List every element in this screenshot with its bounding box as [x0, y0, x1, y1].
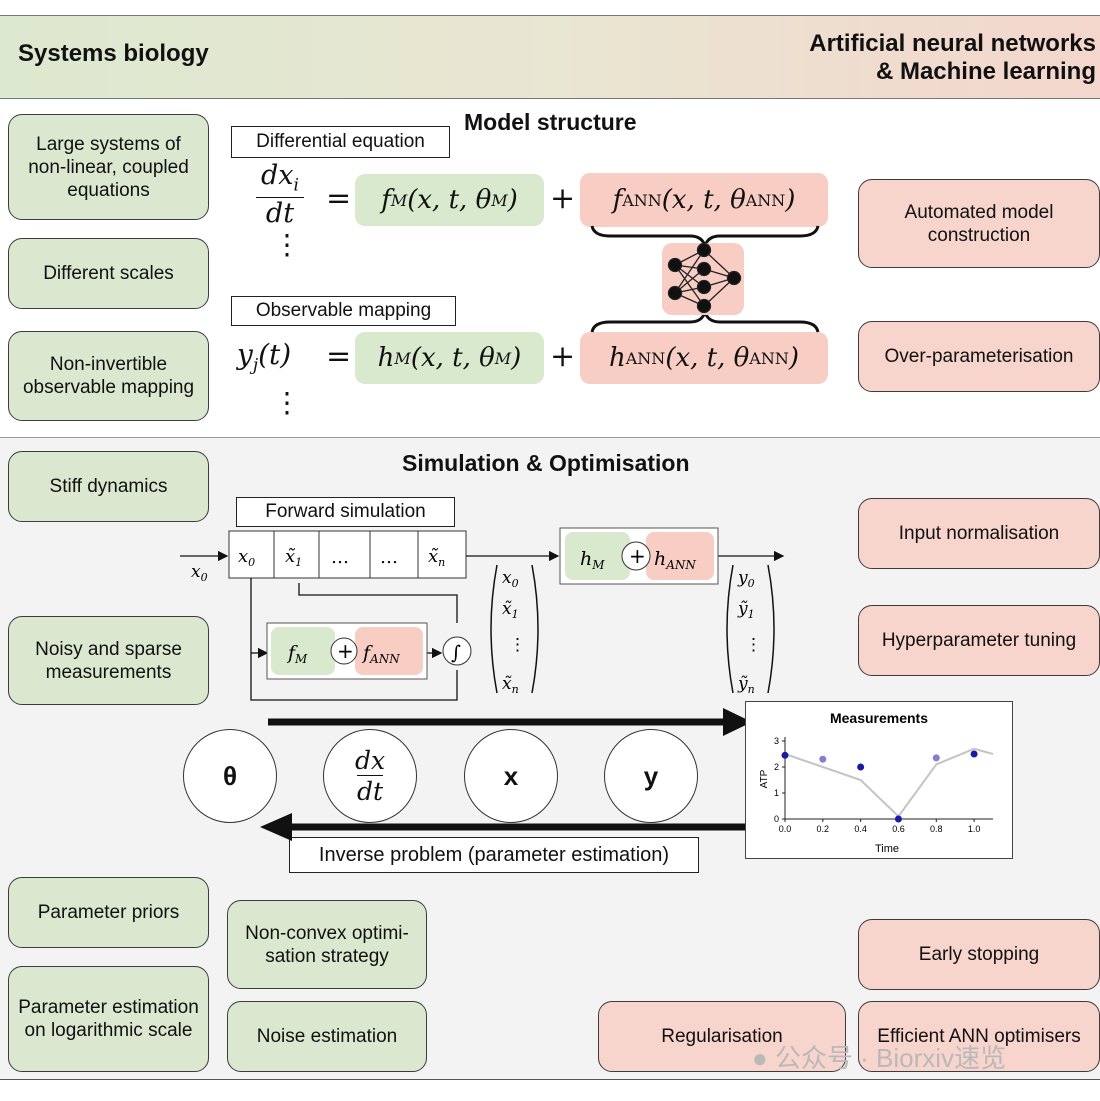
- y-tick-label: 0: [774, 814, 779, 824]
- parameter-priors-box: Parameter priors: [8, 877, 209, 948]
- non-invertible-box: Non-invertible observable mapping: [8, 331, 209, 421]
- noise-estimation-box: Noise estimation: [227, 1001, 427, 1072]
- plus-sign-2: +: [550, 339, 576, 374]
- svg-text:∫: ∫: [451, 642, 461, 664]
- integrator-symbol: [442, 636, 472, 666]
- ode-rhs-block: + fM fANN: [266, 622, 428, 680]
- svg-text:+: +: [337, 639, 354, 663]
- measurement-point: [970, 750, 978, 758]
- early-stopping-box: Early stopping: [858, 919, 1100, 990]
- svg-text:x0: x0: [502, 568, 519, 590]
- equals-sign-2: =: [326, 339, 352, 374]
- svg-text:x̃n: x̃n: [502, 674, 519, 696]
- regularisation-box: Regularisation: [598, 1001, 846, 1072]
- vertical-ellipsis-1: ⋮: [273, 229, 301, 260]
- forward-simulation-diagram: x0 x0 x̃1 … … x̃n + hM hANN + fM fANN ∫: [180, 527, 785, 701]
- integration-loop: [250, 578, 458, 701]
- svg-text:y0: y0: [737, 568, 755, 590]
- plus-sign-1: +: [550, 181, 576, 216]
- x-circle: x: [464, 729, 558, 823]
- x-tick-label: 0.0: [779, 824, 792, 834]
- over-parameterisation-box: Over-parameterisation: [858, 321, 1100, 392]
- non-convex-box: Non-convex optimi- sation strategy: [227, 900, 427, 989]
- measurement-point: [932, 754, 940, 762]
- y-tick-label: 1: [774, 788, 779, 798]
- y-column-vector: y0 ỹ1 ⋮ ỹn: [726, 564, 775, 696]
- measurements-chart-frame: [745, 701, 1013, 859]
- measurement-point: [781, 751, 789, 759]
- observable-mapping-label: Observable mapping: [231, 296, 456, 326]
- stiff-dynamics-box: Stiff dynamics: [8, 451, 209, 522]
- svg-text:ỹ1: ỹ1: [737, 599, 755, 621]
- vertical-ellipsis-2: ⋮: [273, 387, 301, 418]
- ann-title-line2: & Machine learning: [875, 58, 1096, 85]
- x-tick-label: 0.6: [892, 824, 905, 834]
- watermark: ● 公众号 · Biorxiv速览: [752, 1038, 1006, 1075]
- inverse-problem-label: Inverse problem (parameter estimation): [289, 837, 699, 873]
- noisy-sparse-box: Noisy and sparse measurements: [8, 616, 209, 705]
- measurement-point: [819, 755, 827, 763]
- model-structure-title: Model structure: [464, 109, 637, 135]
- cell-dots-2: …: [380, 547, 398, 568]
- simulation-title: Simulation & Optimisation: [402, 450, 690, 476]
- systems-biology-title: Systems biology: [18, 40, 209, 67]
- ann-braces-and-network: [590, 225, 820, 333]
- state-vector-cells: [228, 530, 467, 579]
- observable-block: + hM hANN: [559, 527, 719, 585]
- x-tick-label: 0.4: [854, 824, 867, 834]
- different-scales-box: Different scales: [8, 238, 209, 309]
- ann-title-line1: Artificial neural networks: [809, 30, 1096, 57]
- wechat-icon: ●: [752, 1043, 768, 1073]
- watermark-text: 公众号 · Biorxiv速览: [774, 1043, 1007, 1073]
- svg-text:⋮: ⋮: [745, 635, 762, 655]
- hyperparameter-tuning-box: Hyperparameter tuning: [858, 605, 1100, 676]
- y-tick-label: 2: [774, 762, 779, 772]
- svg-text:+: +: [629, 544, 646, 568]
- x-tick-label: 0.2: [817, 824, 830, 834]
- x-tick-label: 1.0: [968, 824, 981, 834]
- efficient-ann-box: Efficient ANN optimisers: [858, 1001, 1100, 1072]
- svg-text:⋮: ⋮: [509, 635, 526, 655]
- input-normalisation-box: Input normalisation: [858, 498, 1100, 569]
- cell-dots-1: …: [331, 547, 349, 568]
- svg-text:x̃1: x̃1: [502, 599, 519, 621]
- dxi-dt-fraction: dxi dt: [256, 160, 304, 229]
- automated-model-box: Automated model construction: [858, 179, 1100, 268]
- model-fit-line: [784, 747, 994, 818]
- ann-ml-title: Artificial neural networks & Machine lea…: [809, 30, 1096, 86]
- header-band: [0, 15, 1100, 99]
- measurement-point: [894, 815, 902, 823]
- measurement-point: [857, 763, 865, 771]
- x-tick-label: 0.8: [930, 824, 943, 834]
- chart-xlabel: Time: [875, 843, 899, 855]
- y-tick-label: 3: [774, 736, 779, 746]
- svg-text:ỹn: ỹn: [737, 674, 755, 696]
- x-column-vector: x0 x̃1 ⋮ x̃n: [490, 564, 539, 696]
- big-arrows: [260, 708, 752, 841]
- large-systems-box: Large systems of non-linear, coupled equ…: [8, 114, 209, 220]
- forward-simulation-label: Forward simulation: [236, 497, 455, 527]
- equals-sign-1: =: [326, 181, 352, 216]
- x0-input-label: x0: [191, 562, 208, 584]
- chart-title: Measurements: [830, 710, 928, 726]
- neural-network-icon: [667, 242, 742, 314]
- yj-t-term: yj(t): [237, 338, 292, 376]
- log-scale-box: Parameter estimation on logarithmic scal…: [8, 966, 209, 1072]
- chart-ylabel: ATP: [759, 769, 770, 788]
- measurements-chart: Measurements Time ATP 0.0 0.2 0.4 0.6 0.8 1.0…: [759, 710, 994, 855]
- y-circle: y: [604, 729, 698, 823]
- differential-equation-label: Differential equation: [231, 126, 450, 158]
- theta-circle: θ: [183, 729, 277, 823]
